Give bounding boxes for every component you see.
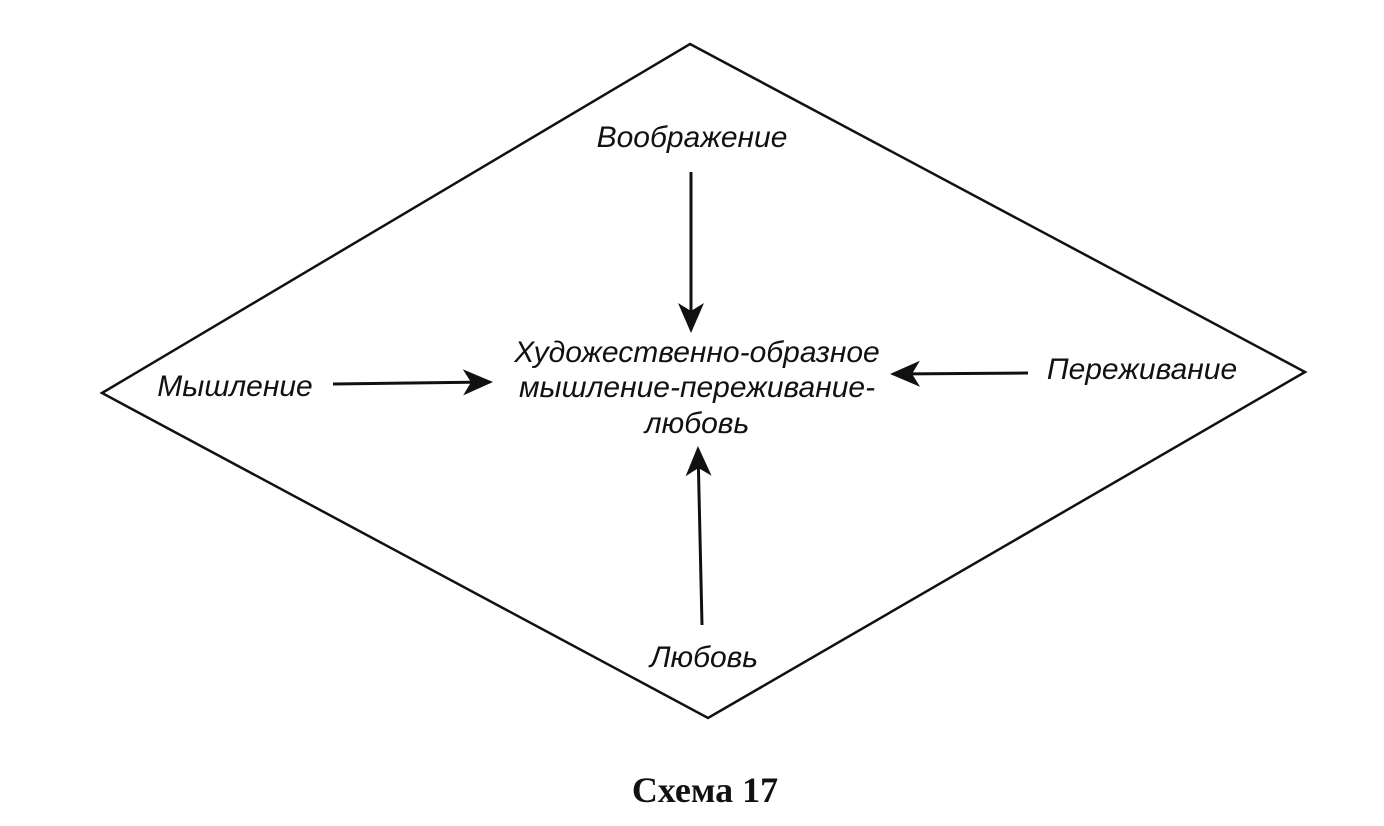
node-thinking: Мышление xyxy=(157,370,312,403)
node-experience: Переживание xyxy=(1047,353,1237,386)
arrow-experience-to-center xyxy=(890,360,1029,387)
node-imagination: Воображение xyxy=(597,121,788,154)
node-love: Любовь xyxy=(648,641,758,674)
arrow-thinking-to-center xyxy=(332,369,493,396)
center-concept: Художественно-образное мышление-пережива… xyxy=(513,336,879,440)
figure-caption: Схема 17 xyxy=(632,770,778,810)
rhombus-outline xyxy=(99,42,1308,720)
arrow-love-to-center xyxy=(685,446,712,626)
center-line-2: мышление-переживание- xyxy=(519,371,875,404)
center-line-1: Художественно-образное xyxy=(513,336,879,369)
center-line-3: любовь xyxy=(643,407,749,440)
